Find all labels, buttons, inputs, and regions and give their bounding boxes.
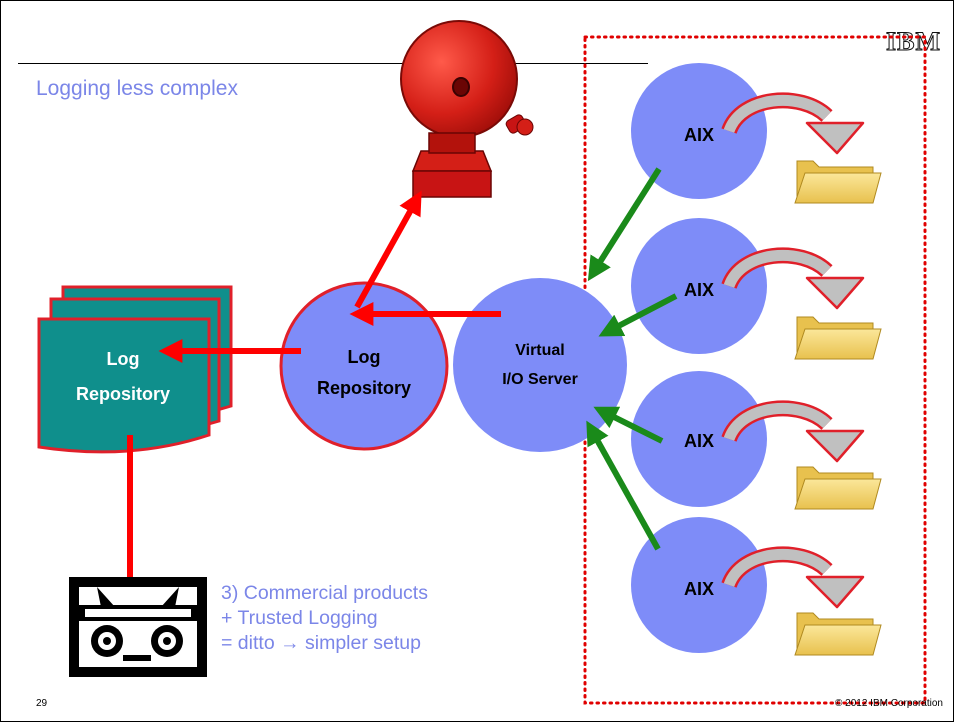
aix-node-4 — [631, 517, 767, 653]
note-line-1: 3) Commercial products — [221, 582, 428, 604]
aix-node-2 — [631, 218, 767, 354]
alarm-bell-icon — [400, 20, 534, 198]
vios-label-line2: I/O Server — [502, 371, 578, 388]
aix-node-1 — [631, 63, 767, 199]
aix-label-1: AIX — [684, 125, 714, 145]
server-label-line1: Log — [348, 347, 381, 367]
aix1-to-vios-arrow — [587, 167, 662, 282]
copyright: © 2012 IBM Corporation — [835, 698, 943, 709]
log-repository-document-stack — [37, 285, 233, 454]
folder-icon-2 — [794, 316, 882, 360]
aix-to-folder-arrow-2 — [721, 247, 865, 310]
folder-icon-1 — [794, 160, 882, 204]
ibm-logo: IBM — [886, 27, 941, 56]
vios-label-line1: Virtual — [515, 342, 565, 359]
aix-label-3: AIX — [684, 431, 714, 451]
aix-label-4: AIX — [684, 579, 714, 599]
slide-title: Logging less complex — [36, 77, 238, 100]
note-text: 3) Commercial products + Trusted Logging… — [221, 581, 428, 656]
aix4-to-vios-arrow — [586, 420, 661, 551]
log-repository-server-node — [279, 281, 449, 451]
folder-icon-3 — [794, 466, 882, 510]
tape-archive-icon — [69, 577, 207, 677]
note-line-2: + Trusted Logging — [221, 607, 378, 629]
aix-to-folder-arrow-1 — [721, 92, 865, 155]
slide-number: 29 — [36, 698, 48, 709]
aix2-to-vios-arrow — [598, 293, 678, 337]
aix-node-3 — [631, 371, 767, 507]
aix-to-folder-arrow-3 — [721, 400, 865, 463]
note-line-3: = ditto → simpler setup — [221, 632, 421, 654]
folder-icon-4 — [794, 612, 882, 656]
document-label-line1: Log — [107, 349, 140, 369]
aix3-to-vios-arrow — [593, 406, 664, 444]
vios-node — [453, 278, 627, 452]
server-to-alarm-arrow — [354, 190, 422, 309]
server-label-line2: Repository — [317, 378, 411, 398]
aix-to-folder-arrow-4 — [721, 546, 865, 609]
title-rule — [18, 63, 648, 64]
aix-label-2: AIX — [684, 280, 714, 300]
document-label-line2: Repository — [76, 384, 170, 404]
